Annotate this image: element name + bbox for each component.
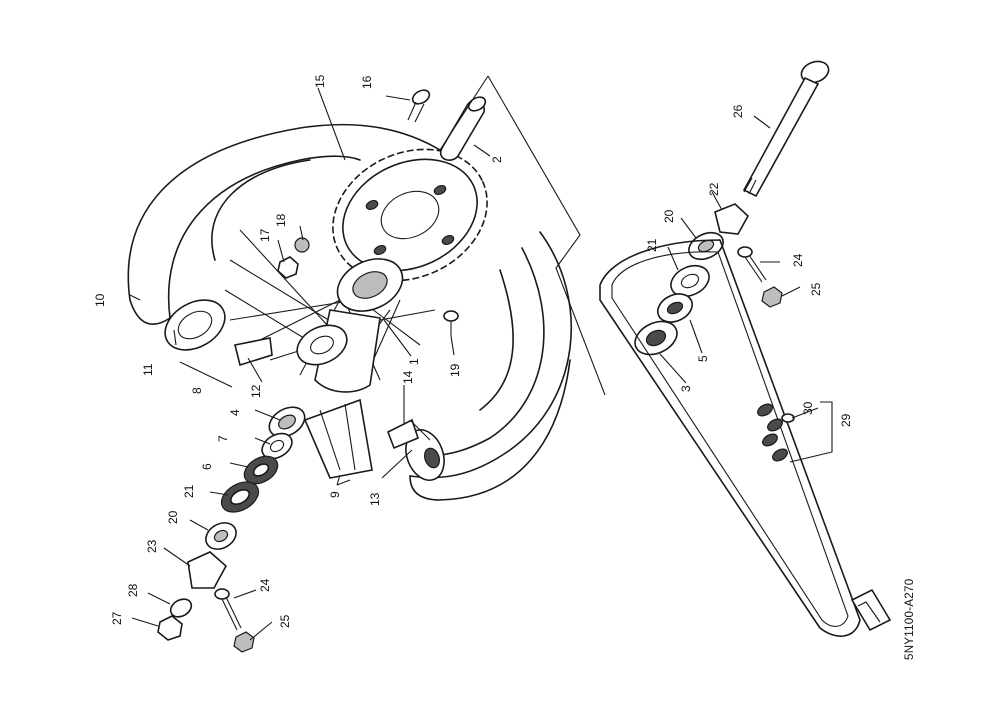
callout-25b: 25 (809, 282, 823, 296)
collar (439, 96, 487, 161)
nuts-17-18 (277, 237, 310, 279)
callout-24b: 24 (791, 253, 805, 267)
drawing-code: 5NY1100-A270 (904, 579, 916, 660)
callout-9: 9 (328, 491, 342, 498)
callout-7: 7 (216, 435, 230, 442)
callout-20a: 20 (166, 510, 180, 524)
callout-22: 22 (707, 182, 721, 196)
leader-lines (129, 87, 833, 641)
callout-25a: 25 (278, 614, 292, 628)
callout-6: 6 (200, 463, 214, 470)
callout-24a: 24 (258, 578, 272, 592)
right-axle-stack (634, 60, 830, 356)
callout-14: 14 (401, 370, 415, 384)
tire (127, 123, 573, 501)
callout-26: 26 (731, 104, 745, 118)
callout-12: 12 (249, 384, 263, 398)
callout-3: 3 (679, 385, 693, 392)
callout-27: 27 (110, 611, 124, 625)
reference-lines (409, 75, 606, 441)
callout-20b: 20 (662, 209, 676, 223)
tube-valve (386, 418, 445, 481)
callout-11: 11 (141, 363, 155, 376)
callout-21a: 21 (182, 484, 196, 498)
callout-10: 10 (93, 293, 107, 307)
callout-15: 15 (313, 74, 327, 88)
hub (296, 258, 404, 393)
sprocket (332, 148, 488, 282)
callout-18: 18 (274, 213, 288, 227)
left-axle-stack (157, 406, 306, 653)
callout-21b: 21 (645, 238, 659, 252)
cush-drive (164, 299, 273, 367)
callout-23: 23 (145, 539, 159, 553)
drive-chain (599, 239, 861, 637)
callout-16: 16 (360, 75, 374, 89)
bolt-16 (407, 89, 431, 123)
callout-8: 8 (190, 387, 204, 394)
callout-4: 4 (228, 409, 242, 416)
callout-28: 28 (126, 583, 140, 597)
callout-2: 2 (490, 156, 504, 163)
callout-13: 13 (368, 492, 382, 506)
callout-17: 17 (258, 228, 272, 242)
bolt-19 (443, 310, 459, 336)
rim-band (303, 398, 373, 479)
callout-5: 5 (696, 355, 710, 362)
callout-1: 1 (407, 358, 421, 365)
chain-joint-clip (850, 588, 892, 632)
callout-labels: 1 2 3 4 5 6 7 8 9 10 11 12 13 14 15 16 1… (93, 74, 916, 660)
callout-19: 19 (448, 363, 462, 377)
callout-30: 30 (801, 401, 815, 415)
callout-29: 29 (839, 413, 853, 427)
